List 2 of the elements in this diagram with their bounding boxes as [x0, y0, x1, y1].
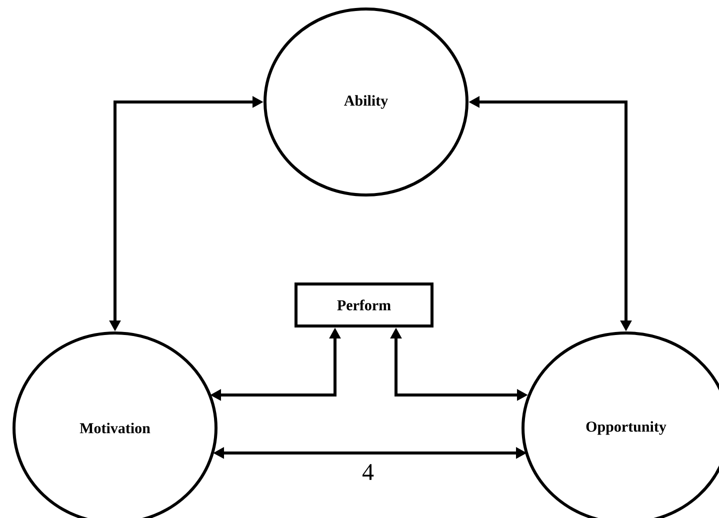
- edge-label: 4: [361, 463, 375, 481]
- perform-box: Perform: [294, 282, 434, 328]
